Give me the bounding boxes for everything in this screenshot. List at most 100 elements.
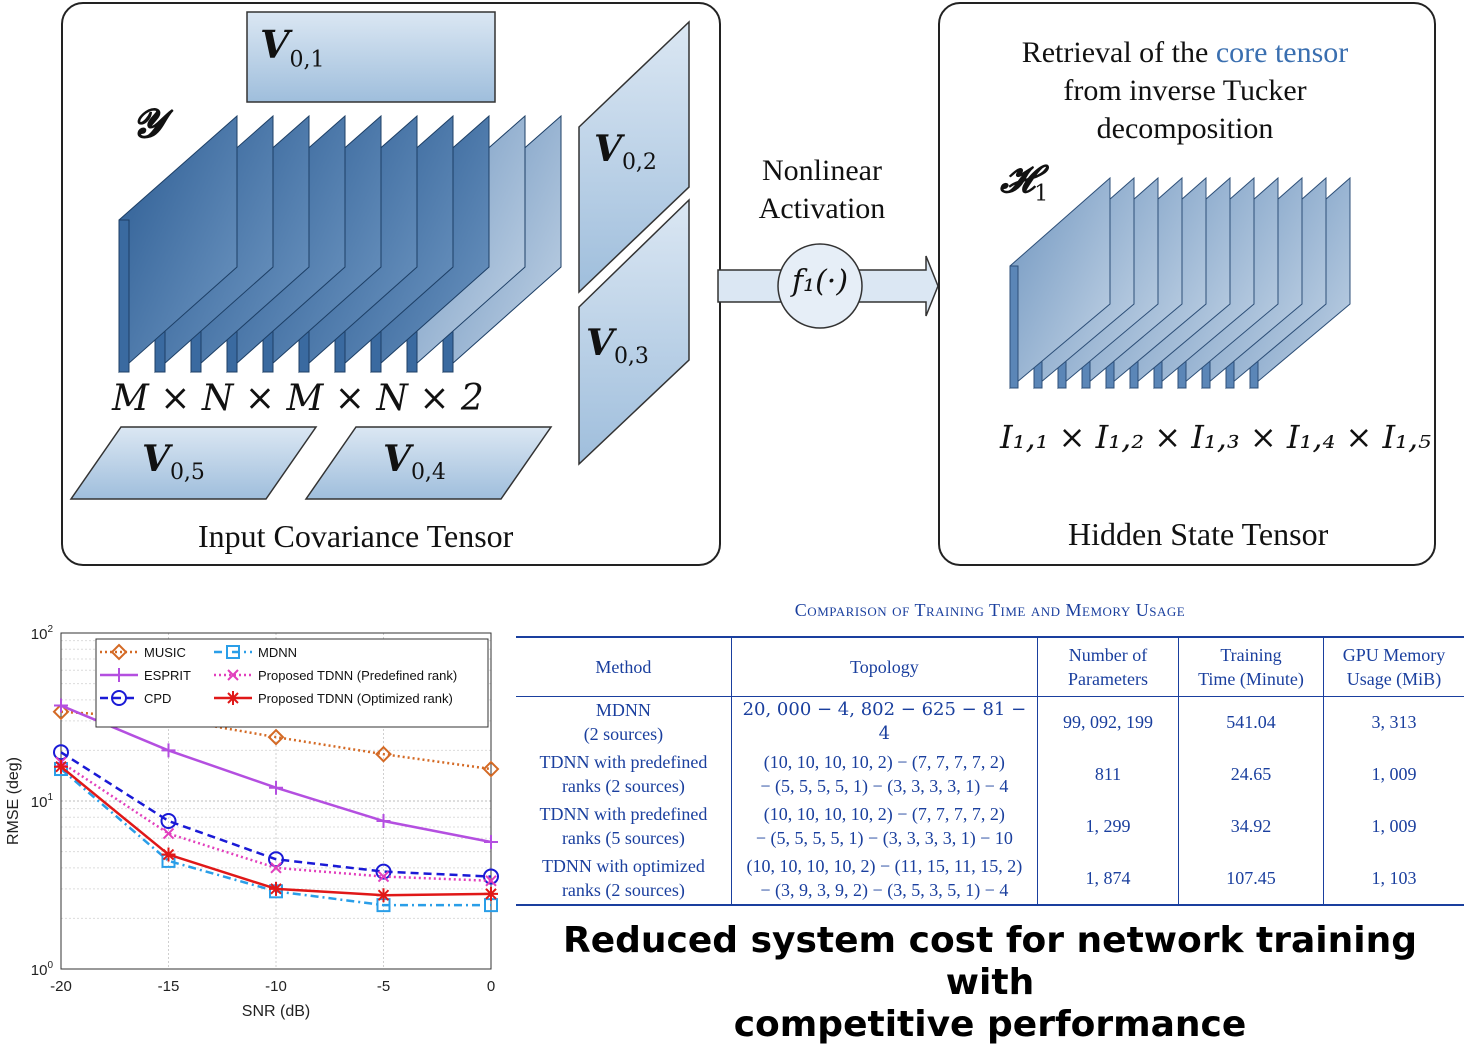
data-point bbox=[162, 827, 175, 840]
factor-v05-label: V0,5 bbox=[142, 438, 205, 486]
plot-area-frame bbox=[60, 632, 492, 970]
headline: Reduced system cost for network training… bbox=[516, 920, 1464, 1046]
chart-series bbox=[52, 698, 500, 913]
legend-label: CPD bbox=[144, 691, 171, 706]
cell-topology: 20, 000 − 4, 802 − 625 − 81 − 4 bbox=[730, 696, 1038, 748]
legend-label: Proposed TDNN (Optimized rank) bbox=[258, 691, 453, 706]
data-point bbox=[270, 862, 282, 874]
cell-gpu-memory: 1, 009 bbox=[1322, 748, 1464, 800]
cell-topology: (10, 10, 10, 10, 2) − (7, 7, 7, 7, 2)− (… bbox=[730, 800, 1038, 852]
data-point bbox=[376, 814, 391, 829]
input-panel-caption: Input Covariance Tensor bbox=[198, 518, 514, 554]
series-proposed-tdnn-optimized-rank- bbox=[54, 759, 498, 903]
cell-topology: (10, 10, 10, 10, 2) − (7, 7, 7, 7, 2)− (… bbox=[730, 748, 1038, 800]
data-point bbox=[377, 870, 390, 883]
header-topology: Topology bbox=[730, 638, 1038, 696]
factor-v01-block bbox=[246, 11, 496, 103]
data-point bbox=[268, 851, 284, 868]
hidden-tensor-dims: I₁,₁ × I₁,₂ × I₁,₃ × I₁,₄ × I₁,₅ bbox=[1000, 418, 1431, 456]
x-tick-label: -10 bbox=[265, 978, 287, 995]
x-tick-label: -20 bbox=[50, 978, 72, 995]
cell-gpu-memory: 1, 009 bbox=[1322, 800, 1464, 852]
input-tensor-slabs bbox=[118, 114, 562, 374]
headline-line1: Reduced system cost for network training… bbox=[563, 920, 1417, 1003]
activation-function: f₁(·) bbox=[791, 264, 849, 299]
factor-v03-label: V0,3 bbox=[586, 322, 649, 370]
legend-marker bbox=[226, 645, 240, 659]
factor-v03-block bbox=[578, 198, 690, 466]
data-point bbox=[267, 728, 285, 746]
data-point bbox=[53, 744, 69, 761]
cell-parameters: 1, 299 bbox=[1036, 800, 1179, 852]
cell-gpu-memory: 1, 103 bbox=[1322, 852, 1464, 904]
data-point bbox=[52, 703, 70, 721]
cell-method: MDNN(2 sources) bbox=[583, 700, 664, 745]
data-point bbox=[484, 835, 498, 850]
data-point bbox=[161, 743, 176, 758]
data-point bbox=[161, 847, 176, 862]
data-point bbox=[54, 698, 68, 713]
activation-label: Nonlinear Activation bbox=[758, 154, 886, 225]
y-tick-label: 102 bbox=[31, 624, 54, 643]
data-point bbox=[54, 759, 68, 774]
legend-marker bbox=[111, 690, 127, 706]
cell-parameters: 1, 874 bbox=[1036, 852, 1179, 904]
table-title: Comparison of Training Time and Memory U… bbox=[794, 600, 1186, 620]
factor-v04-label: V0,4 bbox=[383, 438, 446, 486]
data-point bbox=[375, 863, 392, 880]
x-tick-label: -15 bbox=[158, 978, 180, 995]
series-line bbox=[60, 751, 492, 878]
x-axis-label: SNR (dB) bbox=[242, 1003, 310, 1020]
hidden-tensor-slabs bbox=[1009, 176, 1351, 390]
cell-training-time: 541.04 bbox=[1178, 696, 1324, 748]
cell-training-time: 24.65 bbox=[1178, 748, 1324, 800]
data-point bbox=[483, 868, 499, 885]
x-tick-label: -5 bbox=[377, 978, 390, 995]
hidden-tensor-symbol: 𝓗1 bbox=[1000, 156, 1049, 207]
cell-training-time: 107.45 bbox=[1178, 852, 1324, 904]
x-tick-label: 0 bbox=[487, 978, 495, 995]
input-tensor-symbol: 𝓨 bbox=[132, 100, 164, 147]
data-point bbox=[375, 745, 392, 763]
factor-v04-block bbox=[304, 426, 553, 500]
legend-label: Proposed TDNN (Predefined rank) bbox=[258, 668, 457, 683]
series-cpd bbox=[53, 744, 499, 885]
activation-arrow bbox=[717, 243, 939, 329]
data-point bbox=[482, 760, 500, 778]
cell-parameters: 811 bbox=[1036, 748, 1179, 800]
cell-parameters: 99, 092, 199 bbox=[1036, 696, 1179, 748]
cell-topology: (10, 10, 10, 10, 2) − (11, 15, 11, 15, 2… bbox=[730, 852, 1038, 904]
table-row: MDNN(2 sources) 20, 000 − 4, 802 − 625 −… bbox=[516, 696, 1464, 748]
header-method: Method bbox=[595, 656, 652, 677]
legend-marker bbox=[227, 669, 239, 681]
legend-marker bbox=[112, 668, 126, 682]
data-point bbox=[269, 780, 283, 795]
legend-marker bbox=[110, 643, 128, 661]
y-axis-label: RMSE (deg) bbox=[5, 757, 22, 845]
factor-v05-block bbox=[69, 426, 318, 500]
data-point bbox=[376, 888, 391, 903]
data-point bbox=[160, 813, 177, 830]
factor-v02-block bbox=[578, 20, 690, 294]
hidden-tensor-graphic bbox=[1009, 176, 1351, 390]
series-proposed-tdnn-predefined-rank- bbox=[55, 756, 497, 887]
cell-gpu-memory: 3, 313 bbox=[1322, 696, 1464, 748]
data-point bbox=[485, 875, 497, 887]
factor-v01-label: V0,1 bbox=[260, 22, 325, 73]
input-tensor-graphic bbox=[69, 11, 690, 500]
series-esprit bbox=[54, 698, 498, 850]
data-point bbox=[484, 886, 498, 901]
legend-label: MDNN bbox=[258, 645, 297, 660]
core-tensor-highlight: core tensor bbox=[1215, 36, 1349, 69]
headline-line2: competitive performance bbox=[733, 1004, 1247, 1045]
